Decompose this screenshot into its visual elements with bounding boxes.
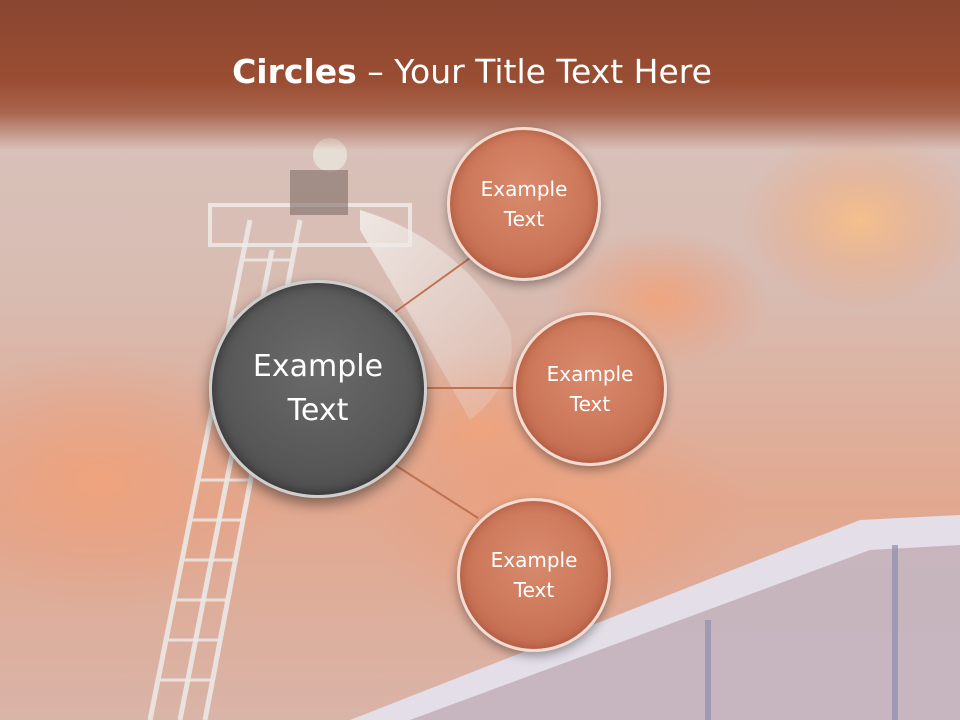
center-circle[interactable]: Example Text xyxy=(209,280,427,498)
title-bar xyxy=(0,0,960,150)
outer-circle-top-line1: Example xyxy=(480,177,568,201)
connector-top xyxy=(394,257,471,313)
outer-circle-bottom[interactable]: Example Text xyxy=(457,498,611,652)
outer-circle-middle-line1: Example xyxy=(546,362,634,386)
title-bold: Circles xyxy=(232,52,357,91)
outer-circle-middle-line2: Text xyxy=(569,392,611,416)
outer-circle-top[interactable]: Example Text xyxy=(447,127,601,281)
outer-circle-middle[interactable]: Example Text xyxy=(513,312,667,466)
outer-circle-bottom-line1: Example xyxy=(490,548,578,572)
connector-bottom xyxy=(394,464,479,519)
title-rest: – Your Title Text Here xyxy=(356,52,712,91)
outer-circle-bottom-line2: Text xyxy=(513,578,555,602)
center-circle-line2: Text xyxy=(287,393,349,428)
slide-title: Circles – Your Title Text Here xyxy=(0,52,944,91)
center-circle-line1: Example xyxy=(252,349,384,384)
outer-circle-top-line2: Text xyxy=(503,207,545,231)
